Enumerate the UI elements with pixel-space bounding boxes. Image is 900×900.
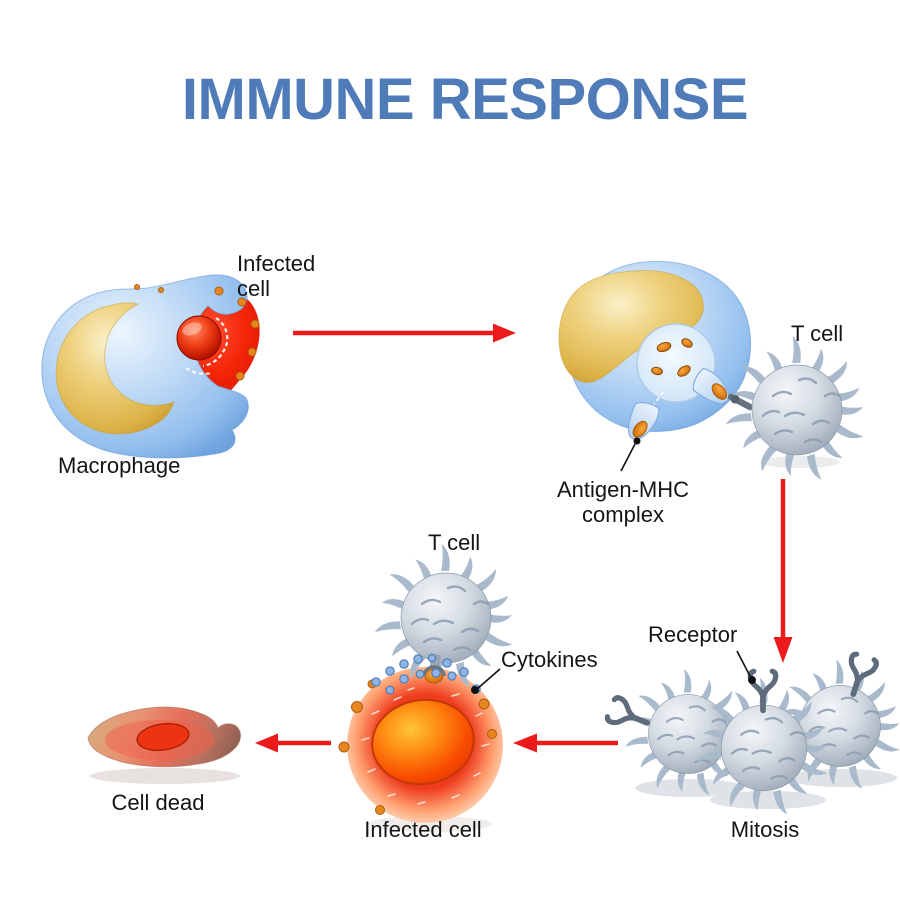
membrane-dots	[134, 284, 260, 381]
antigen-mhc-label: Antigen-MHC complex	[540, 477, 706, 527]
cytokines-pointer-line	[471, 668, 501, 694]
t-cell-top-label: T cell	[791, 321, 844, 346]
t-cell-shadow	[760, 456, 840, 468]
receptor-pointer-line	[736, 650, 756, 684]
infected-cell-top-label: Infected cell	[237, 251, 316, 301]
cell-dead-label: Cell dead	[111, 790, 205, 815]
membrane-dots-2	[338, 679, 497, 815]
antigen-fragments	[651, 338, 693, 377]
virus-particles-dashes	[185, 317, 229, 375]
mhc-tip-dot	[633, 437, 641, 445]
macrophage-nucleus	[55, 302, 175, 435]
arrow-left-1	[513, 733, 618, 753]
dead-cell-shadow	[90, 768, 240, 784]
arrow-right-1	[293, 323, 516, 343]
receptor-cap	[422, 665, 446, 677]
receptor-label: Receptor	[648, 622, 738, 647]
arrow-down	[773, 479, 793, 663]
connector-joint	[730, 394, 740, 404]
cytokines-label: Cytokines	[501, 647, 598, 672]
infected-cell-top-label-line1: Infected	[237, 251, 316, 276]
t-cell-mid-label: T cell	[428, 530, 481, 555]
receptor-left	[606, 696, 652, 734]
antigen-presenting-macrophage-illustration	[558, 260, 754, 445]
macrophage2-nucleus	[558, 270, 704, 383]
mitosis-label: Mitosis	[730, 817, 800, 842]
infected-cell-top-label-line2: cell	[237, 275, 271, 301]
speckles	[361, 687, 490, 805]
infected-cell-nucleus	[371, 698, 475, 786]
macrophage-engulfing-illustration	[41, 274, 260, 459]
dead-cell-illustration	[87, 706, 241, 784]
infected-cell-shadow	[368, 816, 492, 832]
antigen-mhc-label-line1: Antigen-MHC	[556, 477, 690, 502]
infected-cell-bottom-label: Infected cell	[364, 817, 482, 842]
page-title: IMMUNE RESPONSE	[181, 67, 749, 132]
antigen-mhc-pointer-line	[620, 443, 636, 472]
macrophage-label: Macrophage	[58, 453, 181, 478]
antigen-mhc-label-line2: complex	[582, 501, 664, 527]
dead-cell-nucleus	[136, 722, 190, 752]
t-cell-attacking	[374, 544, 513, 690]
t-cell-attack-illustration	[338, 544, 513, 832]
arrow-left-2	[255, 733, 331, 753]
engulfed-cell-nucleus	[176, 315, 222, 361]
mitosis-illustration	[606, 651, 900, 816]
